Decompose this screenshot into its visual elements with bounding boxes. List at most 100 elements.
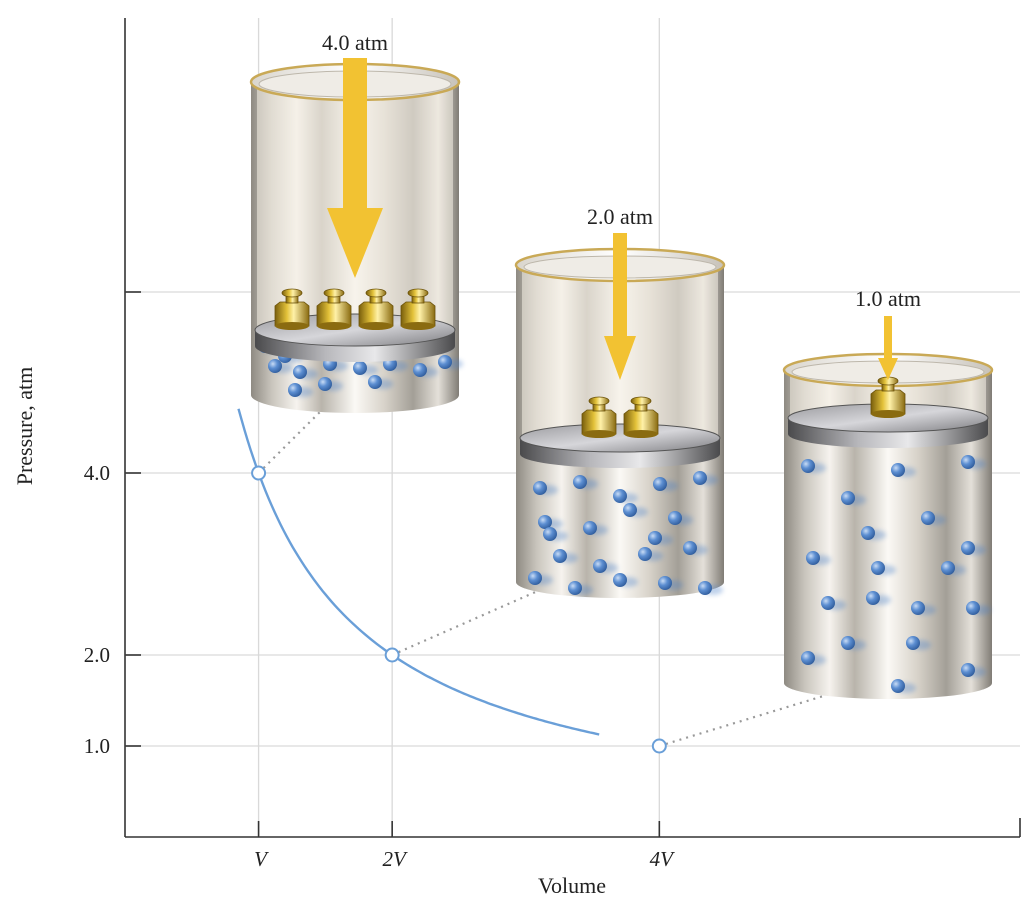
- gas-molecule: [861, 526, 875, 540]
- y-tick-label: 2.0: [84, 643, 110, 667]
- gas-molecule: [583, 521, 597, 535]
- weight-base: [871, 410, 905, 418]
- gas-molecule: [593, 559, 607, 573]
- gas-molecule: [268, 359, 282, 373]
- leader-line: [391, 588, 541, 657]
- gas-molecule: [543, 527, 557, 541]
- gas-molecule: [528, 571, 542, 585]
- y-tick-label: 1.0: [84, 734, 110, 758]
- weight: [316, 288, 352, 330]
- weight-base: [275, 322, 309, 330]
- gas-molecule: [941, 561, 955, 575]
- y-axis-label: Pressure, atm: [12, 367, 37, 486]
- gas-molecule: [693, 471, 707, 485]
- weight-base: [624, 430, 658, 438]
- leader-lines: [257, 401, 831, 748]
- cylinder-body: [784, 370, 992, 699]
- leader-line: [659, 692, 831, 748]
- weight-knob: [365, 288, 387, 298]
- weight-base: [401, 322, 435, 330]
- x-axis-label: Volume: [538, 873, 606, 898]
- gas-molecule: [966, 601, 980, 615]
- y-tick-label: 4.0: [84, 461, 110, 485]
- weight: [581, 396, 617, 438]
- gas-molecule: [961, 541, 975, 555]
- weight-knob: [281, 288, 303, 298]
- pressure-label-2atm: 2.0 atm: [587, 204, 653, 229]
- leader-line: [257, 401, 331, 474]
- gas-molecule: [613, 573, 627, 587]
- gas-molecule: [413, 363, 427, 377]
- gas-molecule: [648, 531, 662, 545]
- weight-knob: [407, 288, 429, 298]
- gas-molecule: [921, 511, 935, 525]
- gas-molecule: [613, 489, 627, 503]
- gas-molecule: [353, 361, 367, 375]
- gas-molecule: [288, 383, 302, 397]
- weight-base: [582, 430, 616, 438]
- gas-molecule: [871, 561, 885, 575]
- weight-base: [359, 322, 393, 330]
- weight: [870, 376, 906, 418]
- gas-molecule: [801, 651, 815, 665]
- x-tick-label: V: [254, 847, 269, 871]
- gas-molecule: [668, 511, 682, 525]
- weight: [400, 288, 436, 330]
- gas-molecule: [891, 463, 905, 477]
- gas-molecule: [623, 503, 637, 517]
- gas-molecule: [821, 596, 835, 610]
- gas-molecule: [961, 663, 975, 677]
- axis-ticks: [125, 291, 661, 837]
- piston-top: [519, 423, 721, 453]
- pressure-label-4atm: 4.0 atm: [322, 30, 388, 55]
- pressure-arrow: [604, 233, 636, 380]
- gas-molecule: [553, 549, 567, 563]
- cylinders: [249, 58, 994, 699]
- gas-molecule: [638, 547, 652, 561]
- plot-frame: [124, 18, 1021, 838]
- x-tick-label: 2V: [383, 847, 409, 871]
- gas-molecule: [801, 459, 815, 473]
- gas-molecule: [698, 581, 712, 595]
- weight: [358, 288, 394, 330]
- data-point: [384, 647, 400, 663]
- cylinder-3: [782, 316, 994, 699]
- cylinder-2: [514, 233, 726, 598]
- gas-molecule: [683, 541, 697, 555]
- gas-molecule: [538, 515, 552, 529]
- gas-molecule: [841, 636, 855, 650]
- weight-base: [317, 322, 351, 330]
- pressure-arrow: [327, 58, 383, 278]
- cylinder-1: [249, 58, 463, 413]
- gas-molecule: [653, 477, 667, 491]
- data-points: [251, 465, 667, 754]
- x-tick-label: 4V: [650, 847, 676, 871]
- data-point: [251, 465, 267, 481]
- gas-molecule: [891, 679, 905, 693]
- weight-knob: [588, 396, 610, 406]
- gas-molecule: [866, 591, 880, 605]
- gas-molecule: [368, 375, 382, 389]
- gas-molecule: [806, 551, 820, 565]
- gas-molecule: [573, 475, 587, 489]
- gas-molecule: [906, 636, 920, 650]
- gas-molecule: [568, 581, 582, 595]
- gas-molecule: [438, 355, 452, 369]
- pressure-arrow: [878, 316, 898, 380]
- gas-molecule: [658, 576, 672, 590]
- weight: [274, 288, 310, 330]
- gas-molecule: [961, 455, 975, 469]
- weight-knob: [323, 288, 345, 298]
- gas-molecule: [911, 601, 925, 615]
- gas-molecule: [533, 481, 547, 495]
- gas-molecule: [293, 365, 307, 379]
- pressure-label-1atm: 1.0 atm: [855, 286, 921, 311]
- gas-molecule: [318, 377, 332, 391]
- gas-molecule: [841, 491, 855, 505]
- weight-knob: [630, 396, 652, 406]
- pressure-volume-curve: [237, 408, 600, 736]
- data-point: [651, 738, 667, 754]
- weight: [623, 396, 659, 438]
